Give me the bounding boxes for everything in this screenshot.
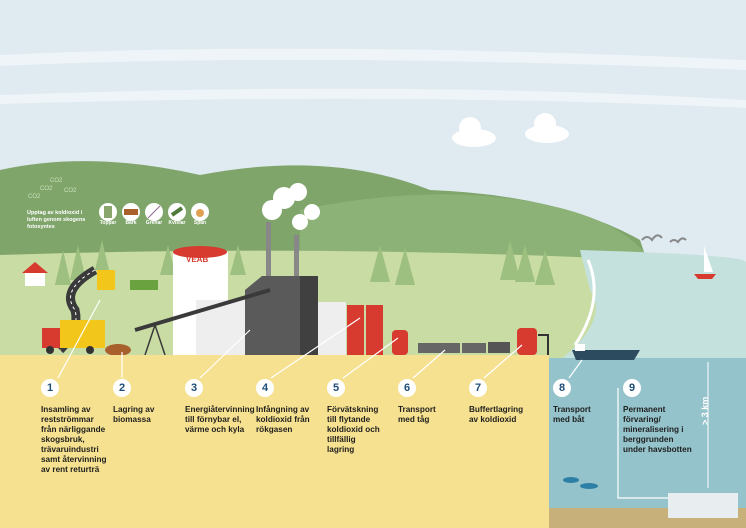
smoke	[262, 183, 320, 230]
co2-label: CO2	[40, 186, 53, 192]
step-label: Energiåtervinning till förnybar el, värm…	[185, 405, 255, 434]
biomass-pile	[105, 344, 131, 356]
house	[22, 262, 48, 286]
storage-rock	[668, 493, 738, 518]
depth-label: > 3 km	[700, 396, 710, 425]
train	[418, 342, 510, 353]
step-label: Infångning av koldioxid från rökgasen	[256, 405, 310, 434]
biomass-label: Toppar	[99, 220, 117, 226]
liquefaction-tanks	[347, 305, 383, 355]
birds	[641, 234, 687, 244]
step-label: Transport med båt	[553, 405, 591, 424]
truck	[42, 320, 105, 354]
co2-label: CO2	[50, 178, 63, 184]
co2-label: CO2	[64, 188, 77, 194]
ship	[572, 344, 640, 360]
step-label: Permanent förvaring/ mineralisering i be…	[623, 405, 692, 454]
co2-label: CO2	[28, 194, 41, 200]
ground	[0, 355, 549, 528]
biomass-label: Bark	[125, 220, 137, 226]
sailboat	[694, 246, 716, 279]
step-number: 7	[469, 379, 487, 397]
biomass-label: Kvistar	[168, 220, 186, 226]
cloud	[452, 113, 569, 147]
photosynthesis-label: Upptag av koldioxid i luften genom skoge…	[27, 210, 86, 230]
step-number: 6	[398, 379, 416, 397]
step-number: 9	[623, 379, 641, 397]
buffer-tank	[517, 328, 537, 355]
fish-icon	[563, 477, 598, 489]
step-label: Buffertlagring av koldioxid	[469, 405, 524, 424]
step-label: Förvätskning till flytande koldioxid och…	[327, 405, 380, 454]
brand-logo: VEAB	[186, 255, 209, 264]
step-number: 2	[113, 379, 131, 397]
biomass-label: Spån	[193, 220, 207, 226]
step-label: Lagring av biomassa	[113, 405, 155, 424]
step-number: 1	[41, 379, 59, 397]
plant-building	[245, 276, 318, 355]
conveyor	[134, 288, 271, 332]
step-number: 4	[256, 379, 274, 397]
step-number: 3	[185, 379, 203, 397]
step-number: 8	[553, 379, 571, 397]
step-number: 5	[327, 379, 345, 397]
step-label: Transport med tåg	[398, 405, 436, 424]
step-label: Insamling av restströmmar från närliggan…	[41, 405, 107, 474]
biomass-label: Grenar	[145, 220, 163, 226]
trees	[55, 240, 555, 285]
